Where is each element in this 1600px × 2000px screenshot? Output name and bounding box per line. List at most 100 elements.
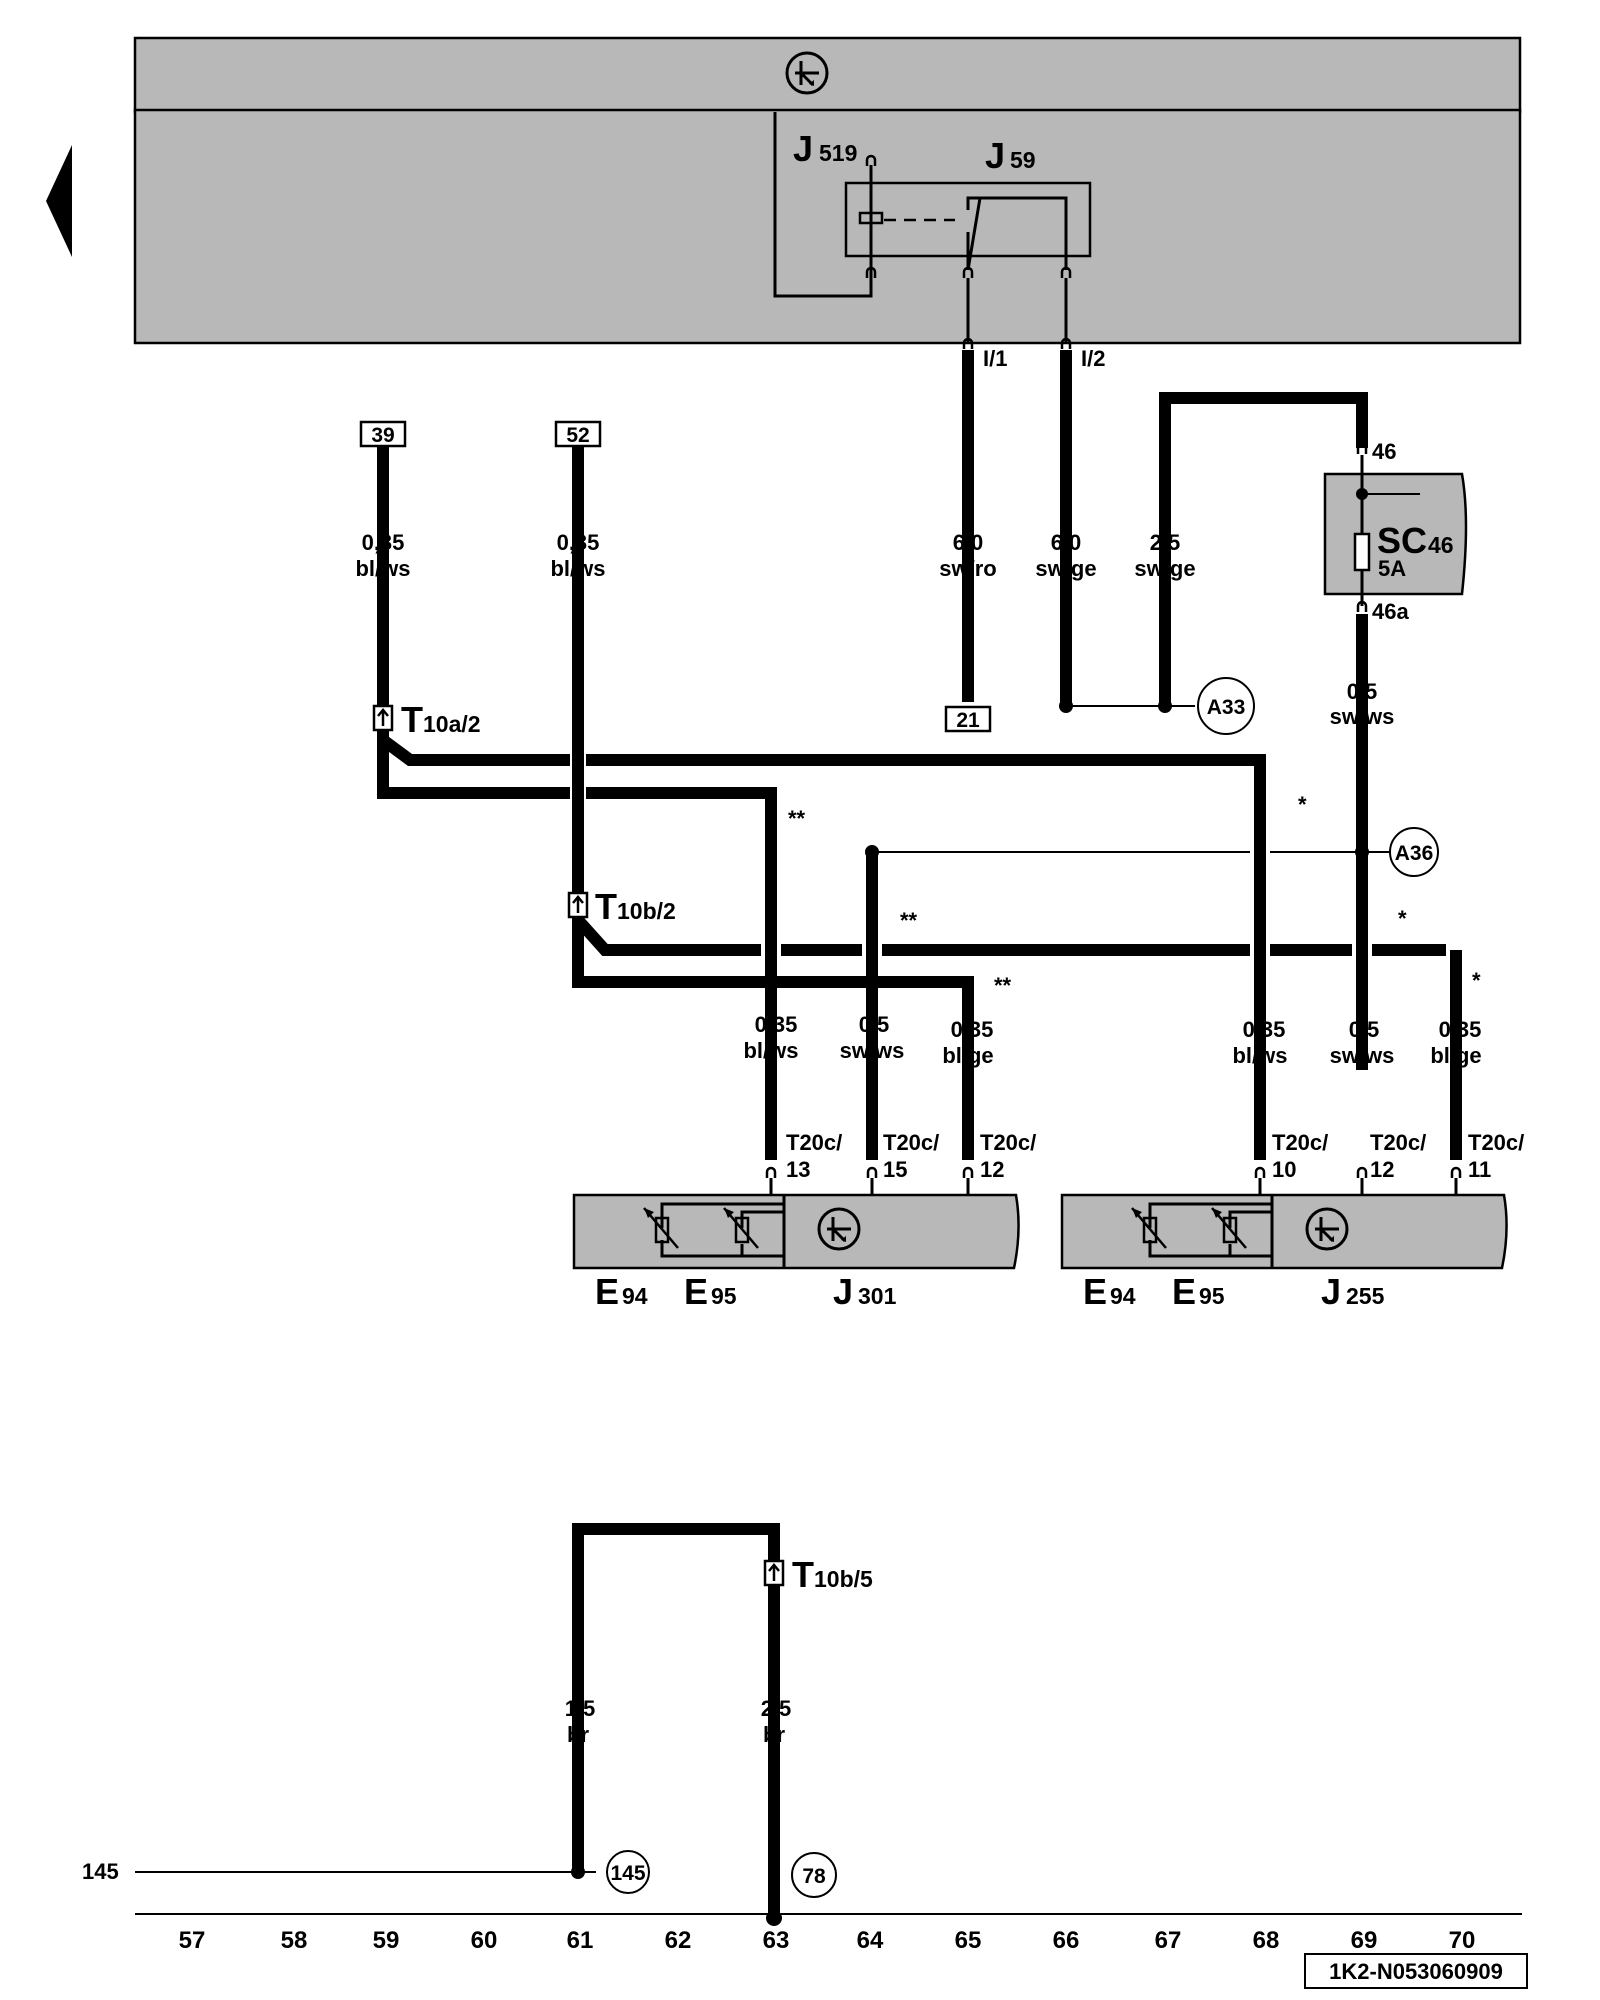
pin11-b: 11 <box>1468 1157 1491 1182</box>
w12r-size: 0,5 <box>1349 1017 1380 1042</box>
ref-39: 39 <box>371 424 394 447</box>
j519-sub: 519 <box>819 140 857 166</box>
j301-label: J <box>833 1271 853 1312</box>
doc-id: 1K2-N053060909 <box>1329 1959 1503 1984</box>
e95-a-label: E <box>684 1271 708 1312</box>
axis-number: 61 <box>567 1927 594 1954</box>
module-j301 <box>572 1193 1020 1270</box>
pin-j301-13 <box>765 1166 777 1180</box>
terminal-46a: 46a <box>1372 599 1409 624</box>
pin13-b: 13 <box>786 1157 810 1182</box>
w63-size: 2,5 <box>761 1696 792 1721</box>
ref-a36-circle <box>1389 827 1439 877</box>
wsc-color: sw/ws <box>1330 704 1395 729</box>
connector-t10b5-icon <box>763 1559 785 1587</box>
ref-52-box <box>554 420 602 448</box>
splice-145 <box>571 1865 585 1879</box>
w10-size: 0,35 <box>1243 1017 1286 1042</box>
w11-size: 0,35 <box>1439 1017 1482 1042</box>
mark-s3: * <box>1472 968 1481 993</box>
w13-color: bl/ws <box>743 1038 798 1063</box>
e95-b-label: E <box>1172 1271 1196 1312</box>
w25-size: 2,5 <box>1150 530 1181 555</box>
connector-t10a2-icon <box>372 704 394 732</box>
terminal-i2: I/2 <box>1081 346 1105 371</box>
back-arrow-icon[interactable] <box>46 145 72 257</box>
axis-number: 68 <box>1253 1927 1280 1954</box>
pin12l-b: 12 <box>980 1157 1004 1182</box>
axis-number: 65 <box>955 1927 982 1954</box>
e94-b-label: E <box>1083 1271 1107 1312</box>
wire-ground-loop <box>572 1523 780 1918</box>
ref-78-circle <box>791 1852 837 1898</box>
relay-supply-path <box>980 196 1068 270</box>
j301-sensor-loop-inner <box>740 1210 784 1228</box>
splice-i2 <box>1059 699 1073 713</box>
j255-label: J <box>1321 1271 1341 1312</box>
j255-sensor-loop-outer <box>1148 1202 1272 1228</box>
doc-id-box <box>1304 1953 1528 1989</box>
pin11-a: T20c/ <box>1468 1130 1524 1155</box>
pin13-a: T20c/ <box>786 1130 842 1155</box>
ref-a33-circle <box>1197 677 1255 735</box>
pin-j301-15 <box>866 1166 878 1180</box>
t10b2-label: T <box>595 886 617 927</box>
w15-size: 0,5 <box>859 1012 890 1037</box>
wire-25-sw-ge <box>1159 392 1368 706</box>
axis-number: 70 <box>1449 1927 1476 1954</box>
axis-number: 64 <box>857 1927 884 1954</box>
splice-25 <box>1158 699 1172 713</box>
fuse-symbol <box>1353 532 1371 572</box>
pin12r-b: 12 <box>1370 1157 1394 1182</box>
w52-color: bl/ws <box>550 556 605 581</box>
j255-sensor-loop-inner <box>1228 1210 1272 1228</box>
splice-ground-63 <box>766 1910 782 1926</box>
t10b5-sub: 10b/5 <box>814 1566 873 1592</box>
pin10-b: 10 <box>1272 1157 1296 1182</box>
ref-a33: A33 <box>1207 696 1246 719</box>
e94-a-label: E <box>595 1271 619 1312</box>
w39-color: bl/ws <box>355 556 410 581</box>
pin-j255-11 <box>1450 1166 1462 1180</box>
axis-number: 66 <box>1053 1927 1080 1954</box>
w13-size: 0,35 <box>755 1012 798 1037</box>
t10b5-label: T <box>792 1554 814 1595</box>
e94-b-sub: 94 <box>1110 1283 1136 1309</box>
ref-21-box <box>944 705 992 733</box>
j255-sub: 255 <box>1346 1283 1385 1309</box>
w11-color: bl/ge <box>1430 1043 1481 1068</box>
axis-number: 58 <box>281 1927 308 1954</box>
ref-145-circle <box>606 1850 650 1894</box>
w12l-size: 0,35 <box>951 1017 994 1042</box>
w25-color: sw/ge <box>1134 556 1195 581</box>
t10b2-sub: 10b/2 <box>617 898 676 924</box>
j519-label: J <box>793 128 813 169</box>
pin15-b: 15 <box>883 1157 907 1182</box>
sc-sub: 46 <box>1428 532 1454 558</box>
terminal-i1: I/1 <box>983 346 1007 371</box>
wi1-size: 6,0 <box>953 530 984 555</box>
terminal-46: 46 <box>1372 439 1396 464</box>
mark-s1: * <box>1298 792 1307 817</box>
t10a2-label: T <box>401 699 423 740</box>
top-panel <box>133 108 1522 345</box>
axis-number: 63 <box>763 1927 790 1954</box>
pin-j255-12 <box>1356 1166 1368 1180</box>
axis-number: 57 <box>179 1927 206 1954</box>
pin12r-a: T20c/ <box>1370 1130 1426 1155</box>
pin12l-a: T20c/ <box>980 1130 1036 1155</box>
wi1-color: sw/ro <box>939 556 996 581</box>
pin-j255-10 <box>1254 1166 1266 1180</box>
ref-78: 78 <box>802 1865 826 1888</box>
wi2-color: sw/ge <box>1035 556 1096 581</box>
e95-a-sub: 95 <box>711 1283 737 1309</box>
relay-switch-arm <box>966 197 982 271</box>
mark-m1: ** <box>788 806 806 831</box>
w52-size: 0,35 <box>557 530 600 555</box>
fuse-rating: 5A <box>1378 556 1406 581</box>
wire-52-to-j301 <box>572 920 974 1160</box>
j59-label: J <box>985 135 1005 176</box>
e95-b-sub: 95 <box>1199 1283 1225 1309</box>
